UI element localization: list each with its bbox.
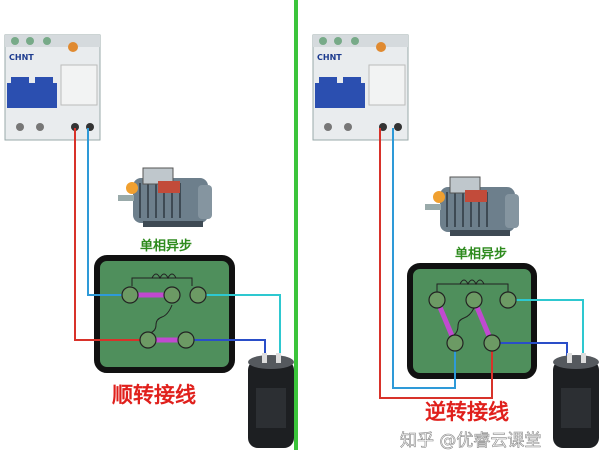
capacitor: [248, 353, 294, 448]
terminal: [465, 291, 483, 309]
live-wire: [379, 128, 493, 399]
capacitor: [553, 353, 599, 448]
circuit-breaker: [4, 34, 101, 141]
terminal: [163, 286, 181, 304]
aux-winding-coil: [149, 304, 173, 334]
neutral-wire: [392, 128, 456, 389]
terminal-box: [94, 255, 235, 373]
terminal: [483, 334, 501, 352]
motor-label: 单相异步: [140, 238, 192, 254]
terminal: [446, 334, 464, 352]
watermark: 知乎 @优睿云课堂: [400, 431, 541, 450]
motor-label: 单相异步: [455, 246, 507, 262]
breaker-brand: CHNT: [317, 53, 342, 62]
terminal-box: [407, 263, 537, 379]
terminal: [177, 331, 195, 349]
terminal: [139, 331, 157, 349]
motor-image: [117, 167, 213, 228]
caption: 逆转接线: [425, 399, 509, 424]
capacitor-wire-cyan: [198, 294, 281, 358]
capacitor-wire-cyan: [508, 299, 584, 358]
motor-image: [424, 176, 520, 237]
breaker-brand: CHNT: [9, 53, 34, 62]
circuit-breaker: [312, 34, 409, 141]
terminal: [121, 286, 139, 304]
terminal: [499, 291, 517, 309]
terminal: [428, 291, 446, 309]
main-winding-coil: [151, 273, 177, 280]
neutral-wire: [87, 128, 130, 296]
caption: 顺转接线: [112, 382, 196, 407]
aux-winding-coil: [453, 307, 475, 336]
capacitor-wire-blue: [186, 339, 266, 358]
live-wire: [74, 128, 148, 341]
left-panel: CHNT 单相异步 顺转接线: [4, 34, 294, 448]
main-winding-coil: [459, 279, 485, 286]
terminal: [189, 286, 207, 304]
panel-divider: [294, 0, 298, 450]
right-panel: CHNT 单相异步 逆转接线: [312, 34, 599, 448]
